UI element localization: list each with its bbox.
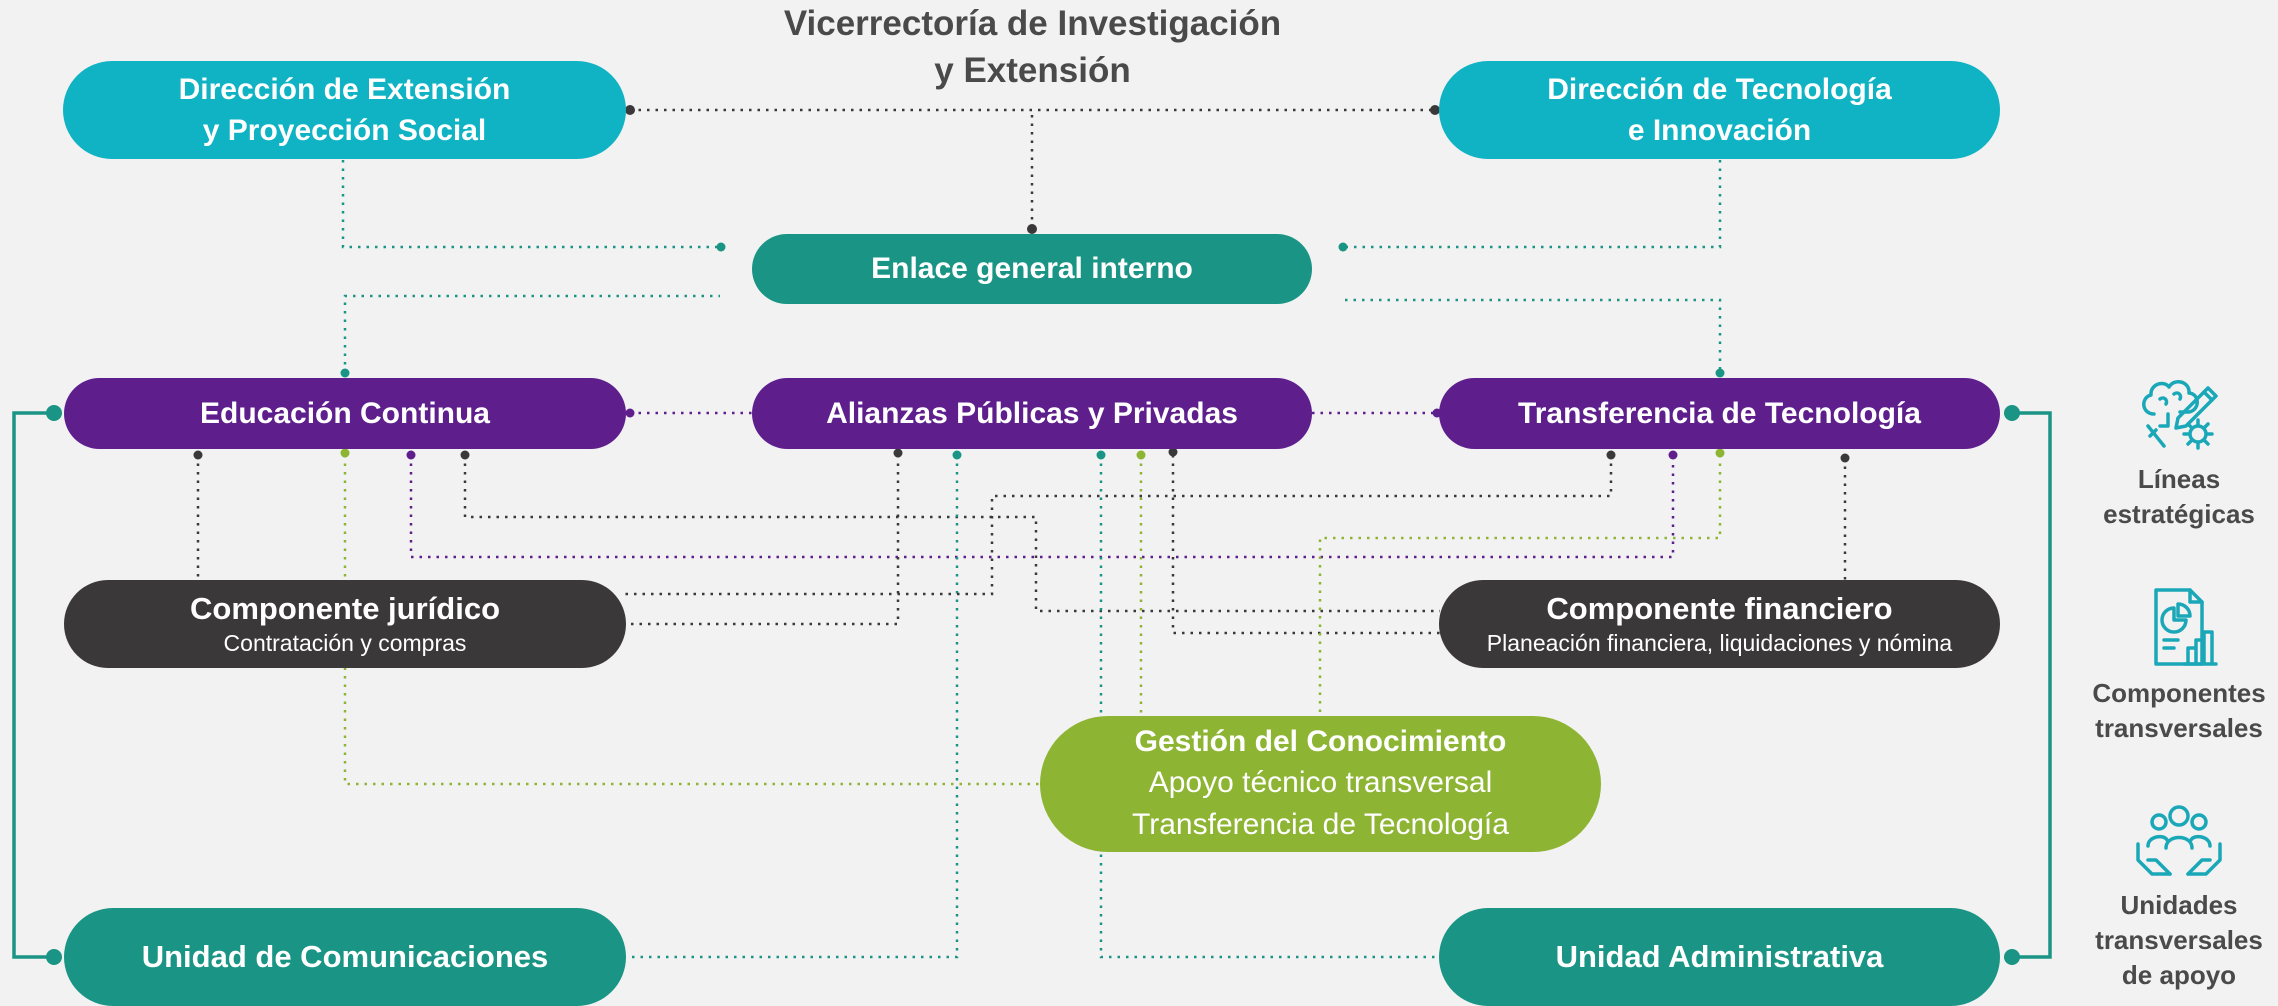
node-transferencia-tecnologia-label: Transferencia de Tecnología [1518,396,1921,430]
node-direccion-tecnologia-line1: Dirección de Tecnología [1547,73,1892,106]
node-direccion-tecnologia-line2: e Innovación [1627,114,1812,147]
node-unidad-comunicaciones: Unidad de Comunicaciones [64,908,626,1006]
node-componente-financiero-subtitle: Planeación financiera, liquidaciones y n… [1486,630,1953,656]
legend-componentes-transversales: Componentes transversales [2079,584,2278,746]
node-direccion-extension-line2: y Proyección Social [202,114,487,147]
node-gestion-conocimiento-title: Gestión del Conocimiento [1134,725,1507,758]
legend-lineas-line1: Líneas [2137,464,2221,494]
node-componente-juridico-subtitle: Contratación y compras [223,630,467,656]
title-line-1: Vicerrectoría de Investigación [783,4,1282,43]
legend-lineas-estrategicas: Líneas estratégicas [2079,366,2278,532]
node-enlace-general: Enlace general interno [752,234,1312,304]
node-alianzas: Alianzas Públicas y Privadas [752,378,1312,449]
node-transferencia-tecnologia: Transferencia de Tecnología [1439,378,2000,449]
legend-unidades-transversales: Unidades transversales de apoyo [2079,800,2278,993]
node-educacion-continua: Educación Continua [64,378,626,449]
node-gestion-conocimiento: Gestión del Conocimiento Apoyo técnico t… [1040,716,1601,852]
legend-componentes-line2: transversales [2095,713,2263,743]
node-direccion-tecnologia: Dirección de Tecnología e Innovación [1439,61,2000,159]
node-componente-juridico-title: Componente jurídico [190,591,500,626]
node-direccion-extension-line1: Dirección de Extensión [178,73,511,106]
report-chart-icon [2154,588,2218,666]
diagram-title: Vicerrectoría de Investigación y Extensi… [700,0,1365,94]
node-unidad-comunicaciones-label: Unidad de Comunicaciones [141,939,549,974]
legend-unidades-line2: transversales [2095,925,2263,955]
node-enlace-general-label: Enlace general interno [871,252,1193,285]
legend-componentes-line1: Componentes [2092,678,2266,708]
node-gestion-conocimiento-line2: Apoyo técnico transversal [1148,766,1493,799]
node-unidad-administrativa-label: Unidad Administrativa [1555,939,1884,974]
node-unidad-administrativa: Unidad Administrativa [1439,908,2000,1006]
node-alianzas-label: Alianzas Públicas y Privadas [826,396,1238,430]
node-componente-juridico: Componente jurídico Contratación y compr… [64,580,626,668]
node-direccion-extension: Dirección de Extensión y Proyección Soci… [63,61,626,159]
node-educacion-continua-label: Educación Continua [199,396,490,430]
legend-lineas-line2: estratégicas [2103,499,2255,529]
legend-unidades-line1: Unidades [2120,890,2238,920]
node-componente-financiero-title: Componente financiero [1546,591,1893,626]
brain-pencil-gear-icon [2142,380,2218,450]
legend-unidades-line3: de apoyo [2121,960,2237,990]
team-hands-icon [2136,805,2222,876]
node-gestion-conocimiento-line3: Transferencia de Tecnología [1132,808,1509,841]
title-line-2: y Extensión [934,51,1131,90]
node-componente-financiero: Componente financiero Planeación financi… [1439,580,2000,668]
